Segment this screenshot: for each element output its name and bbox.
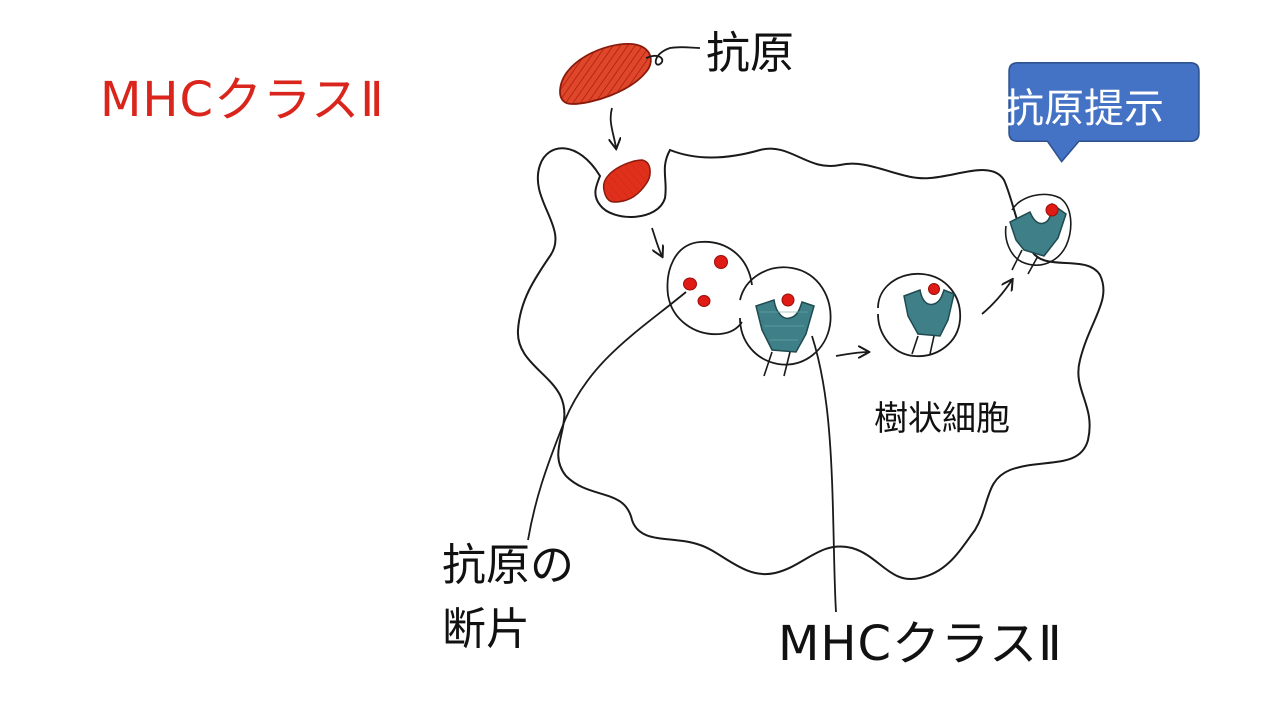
- mhc-molecule-icon: [903, 283, 955, 355]
- dendritic-cell-outline: [516, 147, 1105, 581]
- arrow-icon: [981, 280, 1012, 315]
- mhc-molecule-icon: [1009, 202, 1067, 275]
- fragment-leader-line: [527, 291, 687, 541]
- mhc-vesicle-circle: [739, 266, 832, 366]
- surface-vesicle-arc: [1004, 193, 1072, 266]
- mhc-class-2-label: MHCクラスⅡ: [778, 616, 1063, 672]
- arrow-icon: [611, 107, 616, 148]
- transport-vesicle-circle: [877, 273, 961, 357]
- antigen-presentation-callout: [1008, 62, 1200, 163]
- dendritic-cell-label: 樹状細胞: [874, 399, 1010, 439]
- antigen-label: 抗原: [706, 28, 794, 79]
- antigen-fragment-label-line2: 断片: [442, 604, 530, 655]
- antigen-fragment-icon: [683, 255, 728, 307]
- mhc-leader-line: [811, 335, 837, 613]
- endosome-circle: [666, 241, 753, 335]
- slide-title: MHCクラスⅡ: [100, 72, 385, 128]
- antigen-fragment-label-line1: 抗原の: [442, 540, 574, 591]
- mhc-molecule-icon: [755, 293, 815, 377]
- arrow-icon: [835, 352, 868, 356]
- arrow-icon: [651, 227, 662, 256]
- engulfed-antigen-icon: [603, 159, 651, 203]
- antigen-presentation-label: 抗原提示: [1004, 86, 1164, 132]
- antigen-bacterium-icon: [559, 43, 701, 105]
